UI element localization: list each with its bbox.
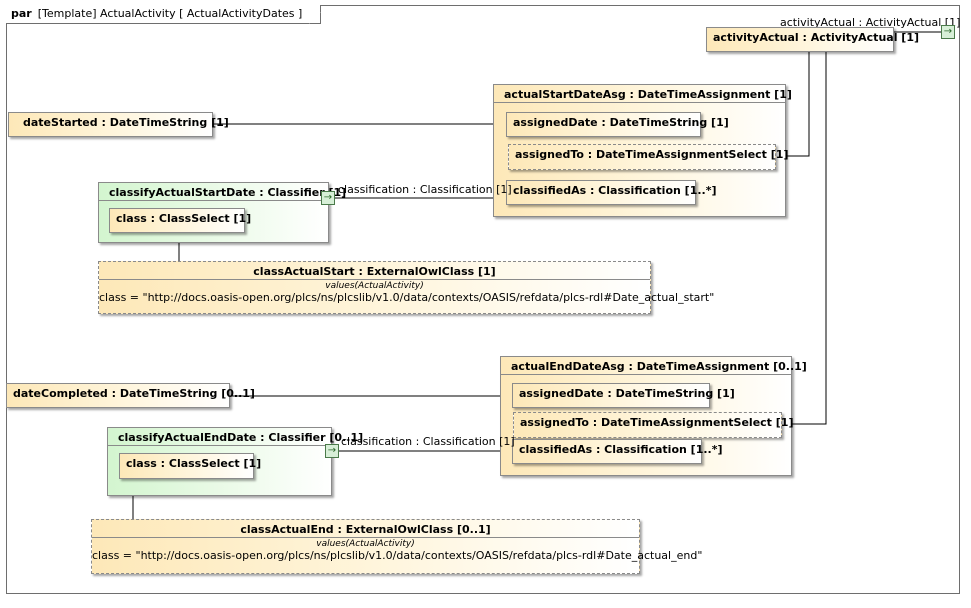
part-date-started-label: dateStarted : DateTimeString [1]: [23, 116, 229, 129]
part-classify-start-title: classifyActualStartDate : Classifier [1]: [99, 183, 346, 201]
start-assigned-to[interactable]: assignedTo : DateTimeAssignmentSelect [1…: [508, 144, 789, 170]
start-assigned-to-label: assignedTo : DateTimeAssignmentSelect [1…: [515, 148, 789, 161]
start-classified-as-label: classifiedAs : Classification [1..*]: [513, 184, 717, 197]
start-assigned-date[interactable]: assignedDate : DateTimeString [1]: [506, 112, 729, 137]
start-assigned-date-label: assignedDate : DateTimeString [1]: [513, 116, 729, 129]
part-actual-end-date-asg-title: actualEndDateAsg : DateTimeAssignment [0…: [501, 357, 807, 375]
port-arrow-icon[interactable]: →: [325, 444, 339, 458]
end-assigned-date-label: assignedDate : DateTimeString [1]: [519, 387, 735, 400]
classify-end-class-label: class : ClassSelect [1]: [126, 457, 262, 470]
class-actual-end-title: classActualEnd : ExternalOwlClass [0..1]: [92, 520, 639, 538]
class-actual-end-values-caption: values(ActualActivity): [316, 539, 415, 549]
class-actual-end-value: class = "http://docs.oasis-open.org/plcs…: [92, 549, 703, 562]
class-actual-start-values: values(ActualActivity) class = "http://d…: [99, 281, 715, 305]
frame-title: [Template] ActualActivity [ ActualActivi…: [37, 7, 303, 20]
end-classified-as-label: classifiedAs : Classification [1..*]: [519, 443, 723, 456]
port-arrow-icon[interactable]: →: [941, 25, 955, 39]
part-actual-start-date-asg-title: actualStartDateAsg : DateTimeAssignment …: [494, 85, 792, 103]
diagram-frame: [6, 5, 960, 594]
class-actual-start-value: class = "http://docs.oasis-open.org/plcs…: [99, 291, 715, 304]
part-activity-actual[interactable]: activityActual : ActivityActual [1]: [706, 27, 920, 52]
start-classified-as[interactable]: classifiedAs : Classification [1..*]: [506, 180, 717, 205]
end-assigned-to-label: assignedTo : DateTimeAssignmentSelect [1…: [520, 416, 794, 429]
part-date-started[interactable]: dateStarted : DateTimeString [1]: [8, 112, 229, 137]
diagram-frame-tab: par [Template] ActualActivity [ ActualAct…: [6, 5, 322, 24]
class-actual-end-values: values(ActualActivity) class = "http://d…: [92, 539, 703, 563]
part-activity-actual-label: activityActual : ActivityActual [1]: [713, 31, 920, 44]
end-assigned-to[interactable]: assignedTo : DateTimeAssignmentSelect [1…: [513, 412, 794, 438]
classify-start-class-label: class : ClassSelect [1]: [116, 212, 252, 225]
outer-port-label: activityActual : ActivityActual [1]: [780, 16, 961, 29]
classify-end-port-label: classification : Classification [1]: [341, 435, 515, 448]
class-actual-start-values-caption: values(ActualActivity): [325, 281, 424, 291]
part-date-completed[interactable]: dateCompleted : DateTimeString [0..1]: [6, 383, 255, 408]
classify-start-class[interactable]: class : ClassSelect [1]: [109, 208, 252, 233]
end-assigned-date[interactable]: assignedDate : DateTimeString [1]: [512, 383, 735, 408]
classify-start-port-label: classification : Classification [1]: [338, 183, 512, 196]
port-arrow-icon[interactable]: →: [321, 191, 335, 205]
part-class-actual-start[interactable]: classActualStart : ExternalOwlClass [1] …: [98, 261, 715, 314]
part-date-completed-label: dateCompleted : DateTimeString [0..1]: [13, 387, 255, 400]
connector-activity-end-assignedto: [782, 52, 827, 425]
frame-kind: par: [11, 7, 32, 20]
connector-activity-start-assignedto: [776, 52, 810, 157]
part-classify-end-title: classifyActualEndDate : Classifier [0..1…: [108, 428, 363, 446]
class-actual-start-title: classActualStart : ExternalOwlClass [1]: [99, 262, 650, 280]
part-class-actual-end[interactable]: classActualEnd : ExternalOwlClass [0..1]…: [91, 519, 703, 574]
classify-end-class[interactable]: class : ClassSelect [1]: [119, 453, 262, 479]
end-classified-as[interactable]: classifiedAs : Classification [1..*]: [512, 439, 723, 464]
